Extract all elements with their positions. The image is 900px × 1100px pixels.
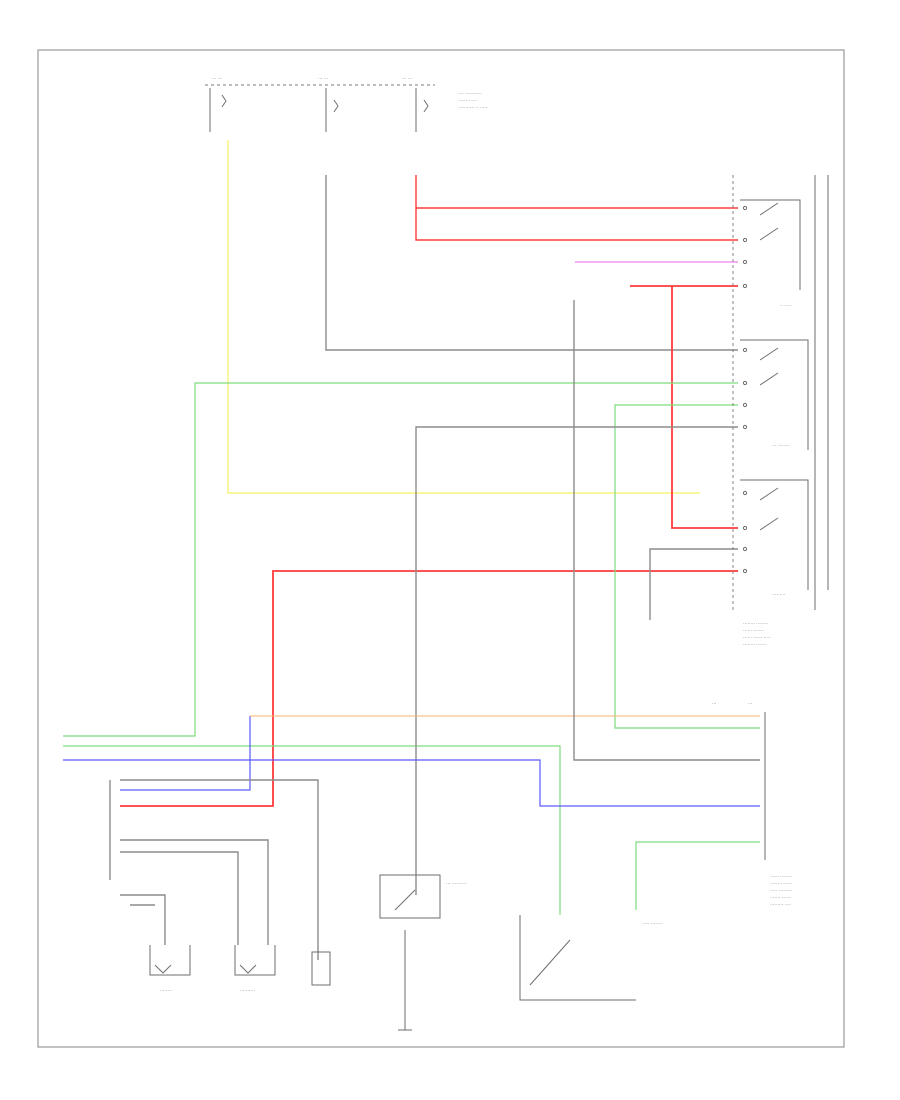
svg-text:········: ········ — [160, 988, 172, 993]
svg-text:···· ···········: ···· ··········· — [458, 91, 482, 96]
svg-text:······ ······ ·····: ······ ······ ····· — [743, 635, 771, 640]
pressure-switch: ····· ········ — [519, 915, 663, 1001]
wire-yellow — [227, 140, 700, 494]
svg-text:····· ·········: ····· ········· — [770, 888, 792, 893]
svg-text:··· ···: ··· ··· — [212, 76, 222, 81]
svg-text:···: ··· — [748, 701, 753, 706]
wire-grey-misc — [120, 300, 760, 960]
svg-text:···: ··· — [712, 701, 717, 706]
wire-red-relay — [630, 285, 738, 529]
wire-black-fuse — [325, 175, 738, 351]
control-unit: ··· ··· ······ ········ ········ ······ … — [712, 701, 792, 907]
svg-text:··· ········: ··· ········ — [772, 443, 790, 448]
wire-green-inner — [614, 404, 760, 729]
relay-block: ·· ····· ··· ········ ········· ········… — [732, 175, 829, 647]
fuse-block: ··· ··· ··· ··· ··· ··· ···· ···········… — [205, 76, 487, 132]
wire-green-bottom — [635, 841, 760, 910]
svg-text:··· ··········: ··· ·········· — [446, 881, 467, 886]
svg-text:··········· ·· ·····: ··········· ·· ····· — [458, 105, 487, 110]
svg-text:······ ········: ······ ········ — [770, 874, 792, 879]
svg-text:··········: ·········· — [240, 988, 255, 993]
svg-text:········ ····: ········ ···· — [458, 98, 477, 103]
svg-text:·· ·····: ·· ····· — [780, 303, 792, 308]
diagram-border — [37, 49, 845, 1048]
svg-text:········ ········: ········ ········ — [743, 621, 768, 626]
svg-text:··· ···: ··· ··· — [402, 76, 412, 81]
svg-text:·········: ········· — [772, 592, 786, 597]
svg-text:··· ···: ··· ··· — [318, 76, 328, 81]
svg-text:······ ·······: ······ ······· — [743, 628, 764, 633]
wire-green-outer — [63, 382, 738, 737]
wire-black-sensors — [109, 780, 269, 945]
svg-text:······· ······: ······· ······ — [770, 895, 791, 900]
svg-text:········ ·······: ········ ······· — [743, 642, 767, 647]
thermo-switch: ··· ·········· — [379, 874, 467, 1031]
wire-red-upper — [415, 175, 738, 241]
sensor-switches: ········ ·········· — [149, 945, 331, 993]
wire-blue — [63, 716, 760, 807]
wire-green-ac — [63, 745, 561, 915]
svg-text:········ ······: ········ ······ — [770, 881, 792, 886]
wire-red-main — [120, 570, 738, 807]
svg-text:····· ········: ····· ········ — [642, 921, 663, 926]
wire-black-thermo — [415, 426, 738, 895]
svg-text:········· ····: ········· ···· — [770, 902, 791, 907]
